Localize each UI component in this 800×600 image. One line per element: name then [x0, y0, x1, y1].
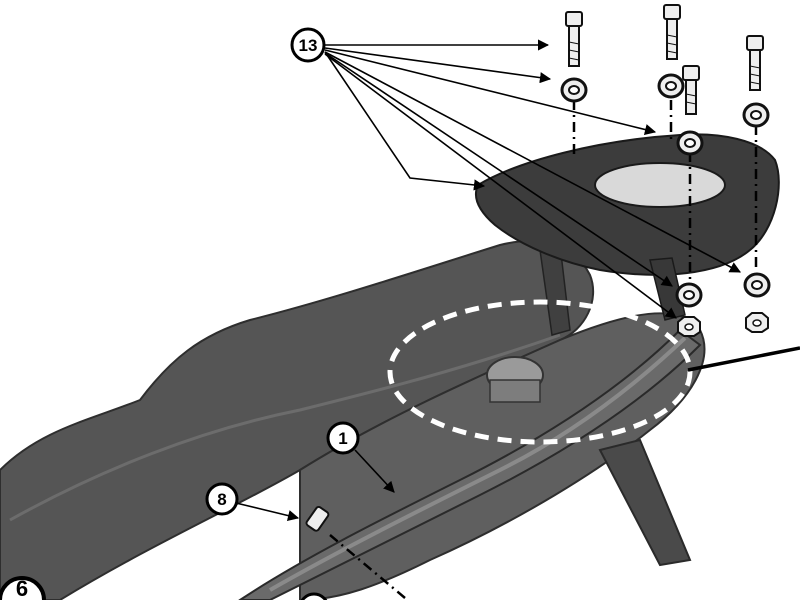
- mounting-bracket-block: [489, 379, 541, 403]
- callout-8: 8: [205, 482, 239, 516]
- rack-leg: [649, 257, 686, 321]
- pin-insertion-axis: [329, 534, 406, 599]
- callout-13: 13: [290, 27, 326, 63]
- washer-icon: [676, 130, 704, 156]
- callout-leader-right: [687, 346, 800, 372]
- support-frame-part-1: [238, 328, 702, 600]
- callout-8-label: 8: [217, 490, 226, 509]
- callout-6: 6: [0, 576, 46, 600]
- callout-partial-bottom: [300, 592, 328, 600]
- callout-1-leader: [354, 449, 395, 493]
- callout-1-label: 1: [338, 429, 347, 448]
- bolt-icon: [565, 11, 583, 67]
- washer-icon: [657, 73, 685, 99]
- nut-icon: [677, 316, 701, 337]
- bolt-icon: [682, 65, 700, 115]
- washer-icon: [675, 282, 703, 308]
- washer-icon: [743, 272, 771, 298]
- insertion-axis-lines: [572, 100, 758, 285]
- callout-6-label: 6: [16, 576, 28, 600]
- nut-icon: [745, 312, 769, 333]
- rear-fender: [598, 438, 692, 567]
- callout-13-leaders: [324, 39, 741, 319]
- rack-center-opening: [594, 162, 726, 208]
- washer-icon: [560, 77, 588, 103]
- detail-highlight-circle: [387, 299, 693, 445]
- callout-13-label: 13: [299, 36, 318, 55]
- callout-1: 1: [326, 421, 360, 455]
- seat-edge-highlight: [9, 333, 561, 522]
- bolt-icon: [663, 4, 681, 60]
- frame-rail-highlight: [269, 336, 687, 592]
- pin-part-8: [305, 505, 330, 532]
- callout-8-leader: [235, 502, 300, 522]
- washer-icon: [742, 102, 770, 128]
- bolt-icon: [746, 35, 764, 91]
